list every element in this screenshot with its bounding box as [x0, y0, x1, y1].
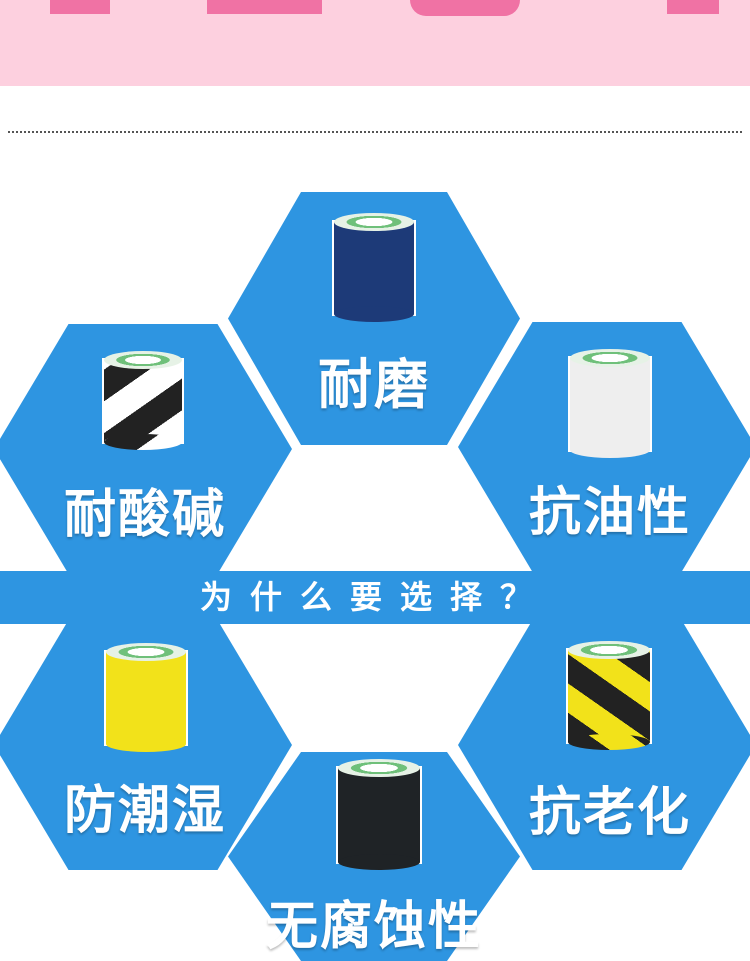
tape-roll-image	[566, 641, 652, 750]
tape-roll-image	[102, 351, 184, 450]
feature-label: 无腐蚀性	[265, 897, 482, 957]
banner-tab	[667, 0, 719, 14]
dotted-divider	[8, 131, 742, 133]
feature-label: 抗老化	[528, 783, 691, 843]
feature-label: 防潮湿	[63, 781, 226, 841]
question-heading: 为什么要选择？	[199, 578, 550, 616]
tape-roll-image	[104, 643, 188, 752]
tape-roll-image	[568, 349, 652, 458]
tape-roll-image	[336, 759, 422, 870]
feature-label: 耐磨	[318, 353, 430, 416]
banner-tab	[410, 0, 520, 16]
tape-roll-image	[332, 213, 416, 322]
feature-label: 抗油性	[528, 483, 691, 543]
question-band	[0, 571, 750, 624]
feature-label: 耐酸碱	[63, 485, 226, 545]
banner-tab	[207, 0, 322, 14]
top-banner	[0, 0, 750, 86]
banner-tab	[50, 0, 110, 14]
